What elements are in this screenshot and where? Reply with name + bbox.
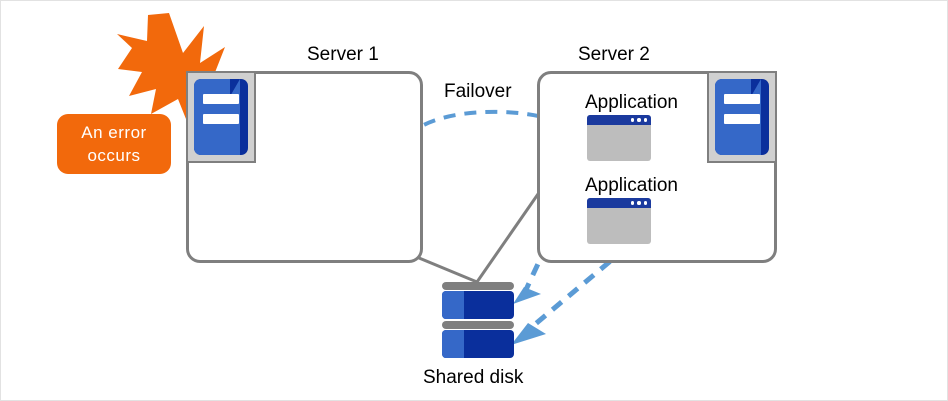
server-tower-icon [707,71,777,163]
server-icon-bar [724,114,760,124]
disk-platter-bar [442,282,514,290]
disk-platter-bar [442,321,514,329]
server-icon-bar [203,114,239,124]
window-dot-icon [643,201,647,205]
server2-title: Server 2 [578,44,650,65]
app-to-disk-arrowhead-1 [513,287,541,304]
error-line-1: An error [81,123,147,142]
window-dot-icon [637,118,641,122]
error-line-2: occurs [87,146,141,165]
window-dot-icon [630,201,634,205]
failover-curved-dashed-arrow [406,109,548,140]
application-titlebar [587,115,651,125]
error-callout: An error occurs [57,114,171,174]
window-dot-icon [637,201,641,205]
server-icon-bar [203,94,239,104]
server1-box [186,71,423,263]
server1-title: Server 1 [307,44,379,65]
application-titlebar [587,198,651,208]
application2-label: Application [585,175,678,196]
failover-label: Failover [444,81,512,102]
application-window-icon [587,115,651,161]
application-window-icon [587,198,651,244]
window-dot-icon [630,118,634,122]
shared-disk-label: Shared disk [423,367,524,388]
application1-label: Application [585,92,678,113]
disk-block [442,291,514,319]
disk-block [442,330,514,358]
server-tower-icon [186,71,256,163]
server-icon-bar [724,94,760,104]
app-to-disk-arrowhead-2 [511,323,546,345]
window-dot-icon [643,118,647,122]
shared-disk-icon [442,282,514,360]
